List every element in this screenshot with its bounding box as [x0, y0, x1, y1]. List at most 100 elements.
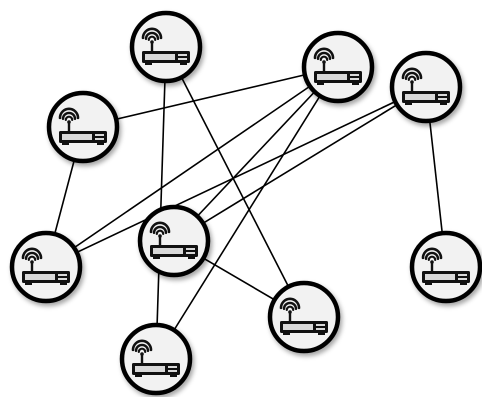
router-foot — [60, 283, 67, 285]
node-circle — [46, 90, 120, 164]
router-led — [350, 74, 359, 76]
wifi-dot — [430, 260, 434, 264]
wifi-dot — [140, 352, 144, 356]
node-circle — [119, 322, 193, 396]
wifi-arc — [64, 115, 74, 121]
router-foot — [352, 83, 359, 85]
antenna — [410, 83, 414, 92]
router-foot — [135, 375, 142, 377]
router-led — [438, 94, 447, 96]
wifi-dot — [288, 310, 292, 314]
wifi-arc — [279, 297, 301, 310]
node-circle — [301, 30, 375, 104]
antenna — [430, 263, 434, 272]
wifi-router-icon — [421, 247, 470, 285]
edge-n5-n3 — [45, 66, 339, 268]
router-node-n7[interactable] — [409, 230, 482, 304]
router-foot — [317, 83, 324, 85]
router-foot — [283, 333, 290, 335]
antenna — [30, 263, 34, 272]
nodes — [9, 10, 482, 396]
node-circle — [409, 230, 482, 304]
wifi-arc — [319, 55, 329, 61]
wifi-router-icon — [21, 247, 70, 285]
router-node-n8[interactable] — [267, 280, 341, 354]
wifi-dot — [30, 260, 34, 264]
router-led — [458, 278, 467, 280]
node-circle — [267, 280, 341, 354]
edge-n1-n9 — [155, 46, 167, 360]
router-node-n4[interactable] — [389, 50, 463, 124]
node-circle — [389, 50, 463, 124]
wifi-arc — [421, 247, 443, 260]
edge-n2-n3 — [82, 66, 339, 128]
wifi-dot — [150, 40, 154, 44]
router-panel — [405, 94, 435, 100]
wifi-arc — [155, 229, 165, 235]
wifi-router-icon — [131, 339, 180, 377]
node-circle — [137, 204, 211, 278]
antenna — [158, 237, 162, 246]
router-foot — [425, 283, 432, 285]
router-foot — [180, 63, 187, 65]
router-foot — [440, 103, 447, 105]
wifi-arc — [137, 347, 147, 353]
wifi-arc — [404, 71, 420, 81]
wifi-arc — [152, 225, 168, 235]
edge-n5-n4 — [45, 86, 427, 268]
router-led — [58, 274, 67, 276]
router-panel — [62, 134, 92, 140]
router-led — [316, 328, 325, 330]
router-node-n6[interactable] — [137, 204, 211, 278]
router-led — [438, 98, 447, 100]
router-panel — [317, 74, 347, 80]
edges — [45, 46, 447, 360]
router-led — [186, 252, 195, 254]
router-node-n5[interactable] — [9, 230, 83, 304]
wifi-arc — [134, 343, 150, 353]
wifi-dot — [410, 80, 414, 84]
antenna — [288, 313, 292, 322]
wifi-router-icon — [401, 67, 450, 105]
router-foot — [97, 143, 104, 145]
router-foot — [188, 257, 195, 259]
wifi-arc — [24, 251, 40, 261]
router-foot — [145, 63, 152, 65]
router-panel — [145, 54, 175, 60]
router-foot — [318, 333, 325, 335]
router-led — [178, 54, 187, 56]
router-foot — [25, 283, 32, 285]
router-led — [316, 324, 325, 326]
router-panel — [153, 248, 183, 254]
antenna — [67, 123, 71, 132]
wifi-router-icon — [279, 297, 328, 335]
router-node-n3[interactable] — [301, 30, 375, 104]
wifi-arc — [316, 51, 332, 61]
wifi-arc — [401, 67, 423, 80]
router-led — [168, 370, 177, 372]
wifi-dot — [322, 60, 326, 64]
wifi-arc — [149, 221, 171, 234]
edge-n4-n6 — [173, 86, 427, 242]
router-panel — [425, 274, 455, 280]
antenna — [150, 43, 154, 52]
wifi-router-icon — [141, 27, 190, 65]
wifi-arc — [427, 255, 437, 261]
router-node-n1[interactable] — [129, 10, 203, 84]
router-panel — [25, 274, 55, 280]
wifi-router-icon — [313, 47, 362, 85]
wifi-arc — [131, 339, 153, 352]
router-node-n2[interactable] — [46, 90, 120, 164]
router-foot — [460, 283, 467, 285]
router-foot — [153, 257, 160, 259]
wifi-arc — [141, 27, 163, 40]
antenna — [322, 63, 326, 72]
router-led — [186, 248, 195, 250]
wifi-arc — [407, 75, 417, 81]
router-led — [95, 134, 104, 136]
router-node-n9[interactable] — [119, 322, 193, 396]
edge-n3-n6 — [173, 66, 339, 242]
wifi-dot — [67, 120, 71, 124]
